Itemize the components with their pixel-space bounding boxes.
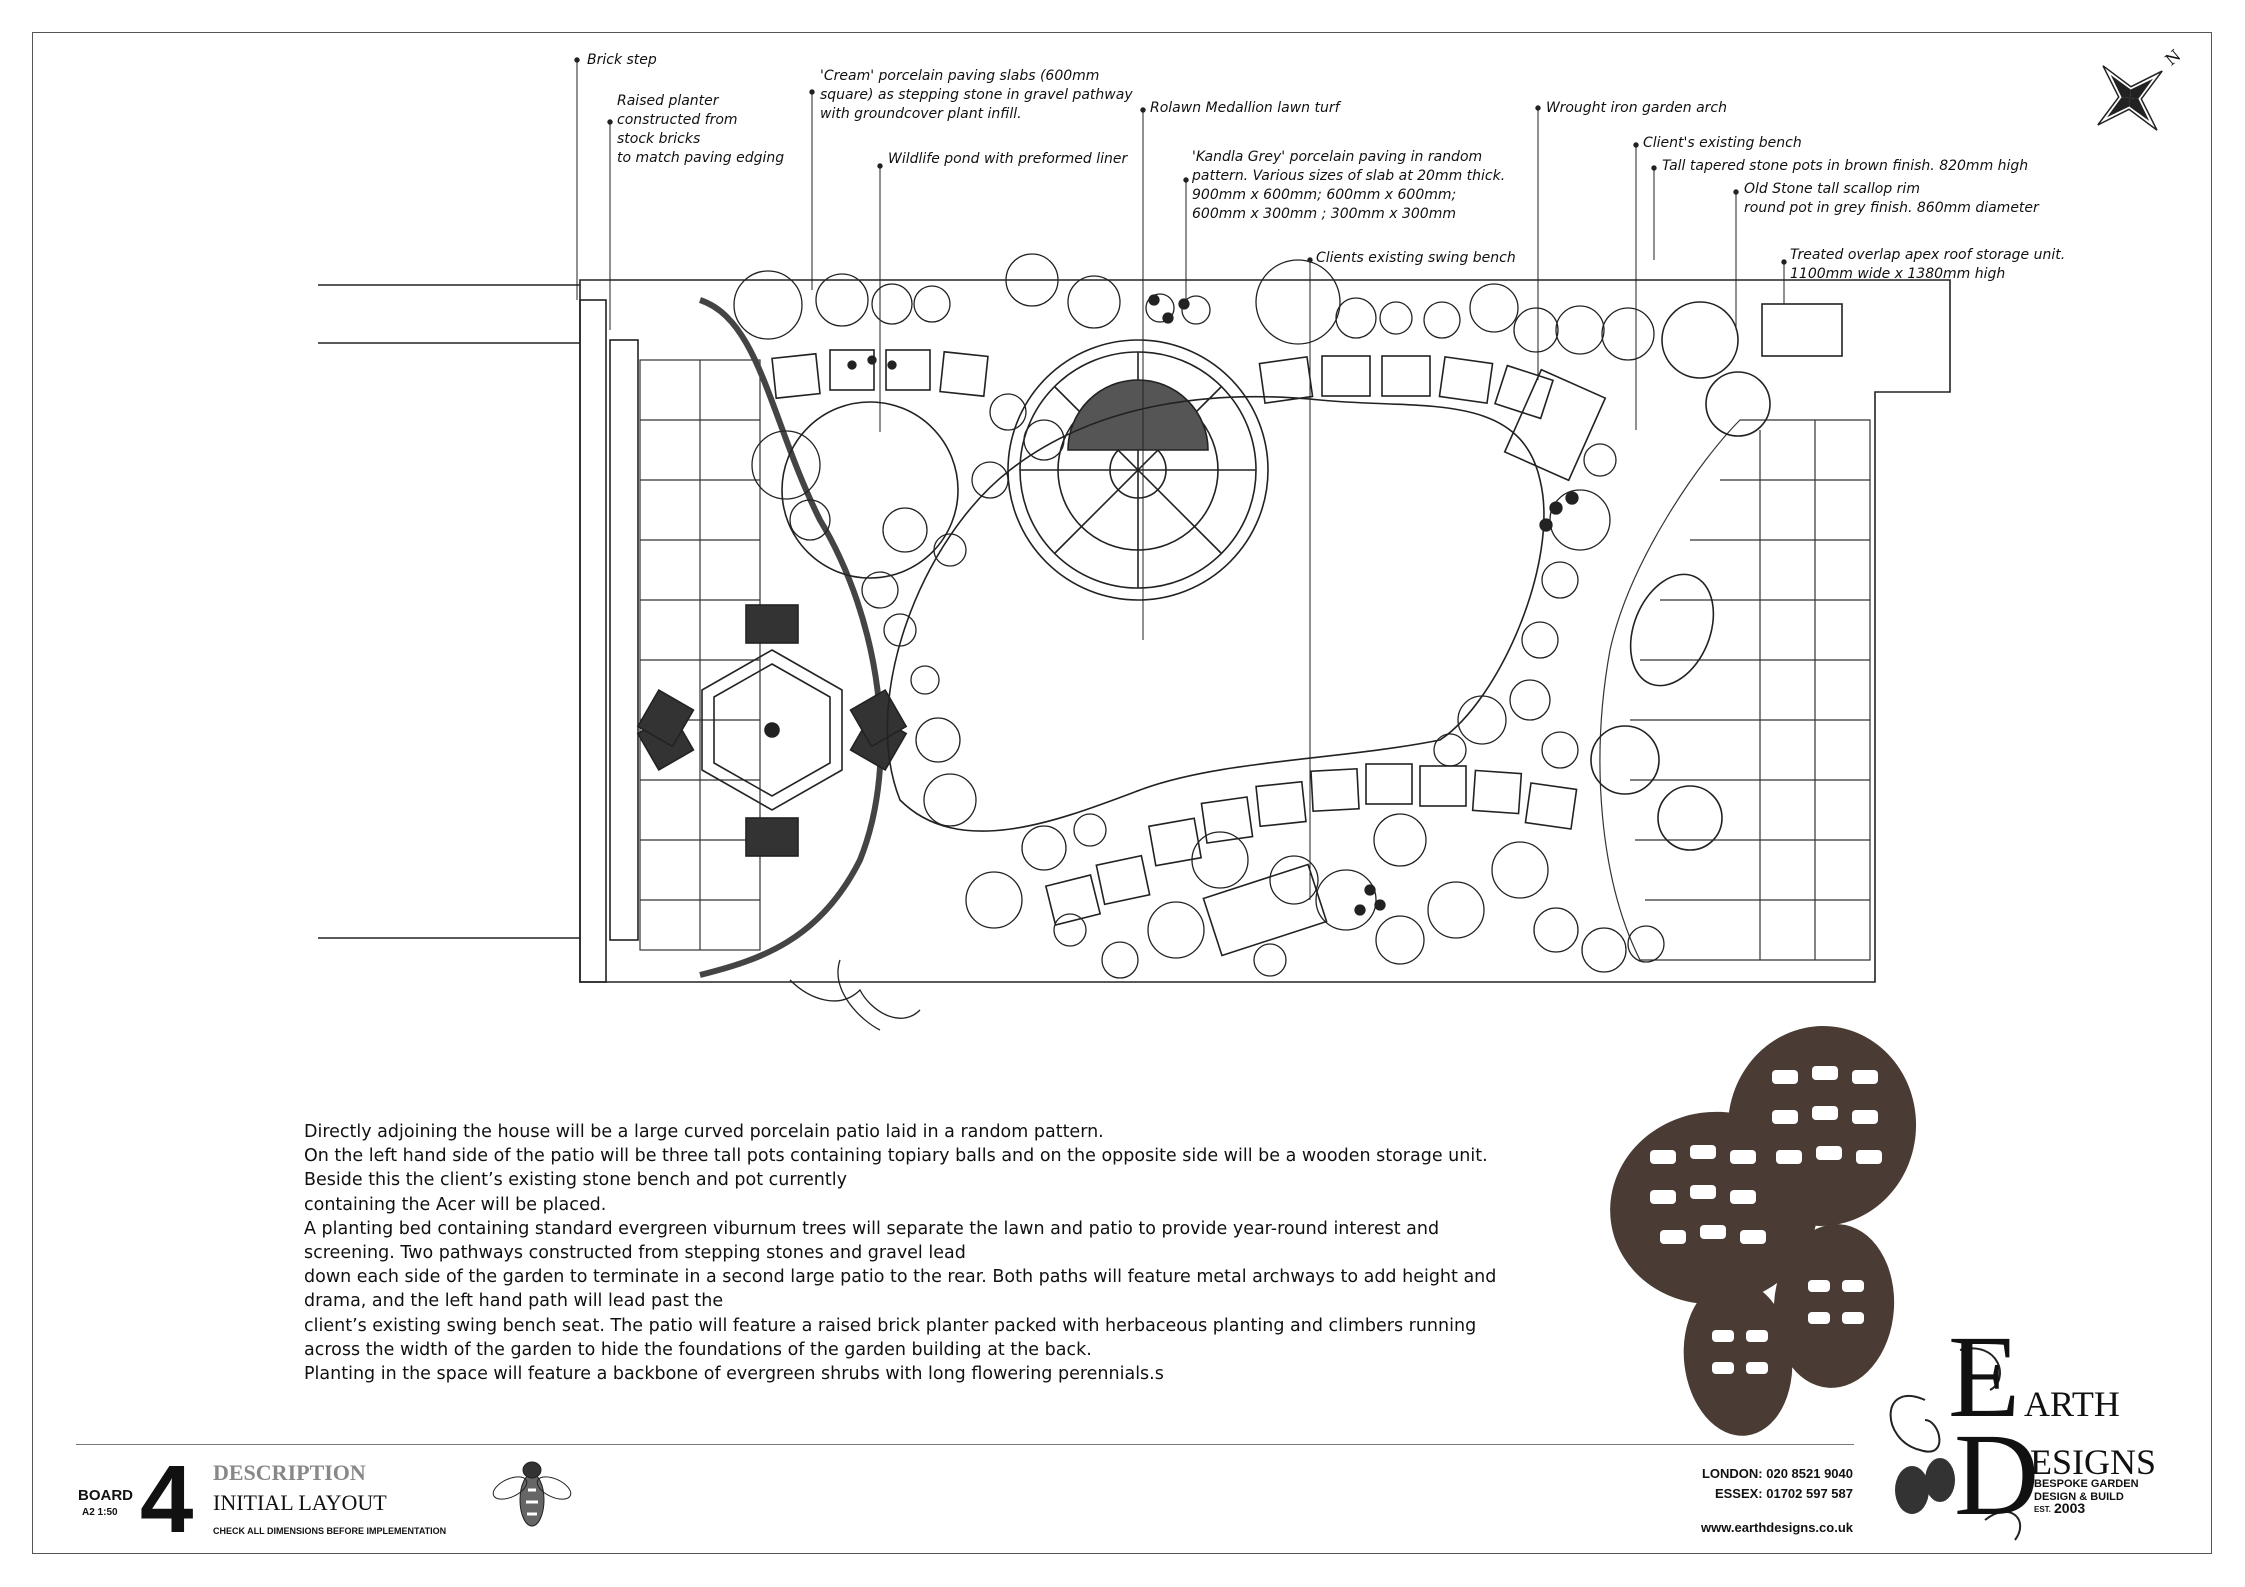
- lawn: [886, 395, 1545, 832]
- bee-icon: [492, 1461, 572, 1527]
- plant-ring-right: [1433, 443, 1617, 769]
- label-storage-unit: Treated overlap apex roof storage unit. …: [1790, 247, 2066, 282]
- label-wildlife-pond: Wildlife pond with preformed liner: [888, 151, 1128, 167]
- existing-stone-bench: [1629, 573, 1715, 687]
- client-bench: [1503, 368, 1607, 482]
- description-line: containing the Acer will be placed.: [304, 1194, 607, 1215]
- board-scale: A2 1:50: [82, 1507, 118, 1518]
- wildlife-pond: [781, 401, 959, 579]
- label-stone-pots: Tall tapered stone pots in brown finish.…: [1662, 158, 2029, 174]
- front-patio-paving: [639, 359, 761, 951]
- label-swing-bench: Clients existing swing bench: [1316, 250, 1516, 266]
- dining-table: [636, 604, 908, 857]
- tree-branch-1: [789, 979, 921, 1019]
- logo-esigns: ESIGNS: [2030, 1442, 2157, 1482]
- label-brick-step: Brick step: [587, 52, 657, 68]
- stepping-stones-bottom: [1044, 763, 1578, 926]
- label-existing-bench: Client's existing bench: [1643, 135, 1802, 151]
- board-subtitle: INITIAL LAYOUT: [213, 1490, 387, 1515]
- contact-essex: ESSEX: 01702 597 587: [1714, 1486, 1853, 1501]
- stone-pot-2: [1590, 725, 1660, 795]
- dimension-note: CHECK ALL DIMENSIONS BEFORE IMPLEMENTATI…: [213, 1526, 447, 1536]
- north-compass: [2097, 65, 2163, 131]
- label-kandla-grey: 'Kandla Grey' porcelain paving in random…: [1192, 149, 1506, 222]
- dense-shrubs: [847, 294, 1579, 916]
- description-line: A planting bed containing standard everg…: [304, 1218, 1440, 1264]
- logo-est: EST.: [2034, 1505, 2051, 1514]
- title-block-divider: [76, 1444, 1854, 1445]
- patio-curved-edge: [698, 297, 884, 978]
- logo-letter-d: D: [1954, 1409, 2040, 1540]
- footprints-graphic: [1610, 1026, 1917, 1436]
- stepping-stones-top: [771, 349, 1555, 420]
- logo-tagline-1: BESPOKE GARDEN: [2034, 1478, 2139, 1490]
- logo-arth: ARTH: [2024, 1384, 2120, 1424]
- design-description: Directly adjoining the house will be a l…: [304, 1120, 1534, 1386]
- description-line: Planting in the space will feature a bac…: [304, 1364, 1164, 1385]
- circular-paving: [1007, 339, 1269, 601]
- label-raised-planter: Raised planter constructed from stock br…: [617, 93, 785, 166]
- description-line: client’s existing swing bench seat. The …: [304, 1315, 1477, 1360]
- logo-footprints: [1895, 1458, 1955, 1514]
- label-garden-arch: Wrought iron garden arch: [1546, 100, 1727, 116]
- description-line: down each side of the garden to terminat…: [304, 1267, 1497, 1312]
- swing-bench: [1202, 863, 1328, 957]
- label-cream-paving: 'Cream' porcelain paving slabs (600mm sq…: [820, 68, 1133, 122]
- brick-edging: [609, 339, 639, 941]
- tree-branch-2: [837, 959, 881, 1031]
- house-wall: [579, 299, 607, 983]
- contact-london: LONDON: 020 8521 9040: [1701, 1466, 1853, 1481]
- board-label: BOARD: [78, 1487, 133, 1504]
- description-line: On the left hand side of the patio will …: [304, 1146, 1488, 1191]
- plant-symbols: [733, 253, 1665, 1031]
- leader-lines: [574, 57, 1787, 900]
- scallop-pot: [1705, 371, 1771, 437]
- sheet-border: [32, 32, 2212, 1554]
- label-scallop-pot: Old Stone tall scallop rim round pot in …: [1744, 181, 2039, 216]
- website-link[interactable]: www.earthdesigns.co.uk: [1701, 1520, 1853, 1535]
- plant-ring-middle: [751, 393, 1065, 827]
- logo-year: 2003: [2054, 1500, 2086, 1516]
- storage-unit: [1761, 303, 1843, 357]
- label-lawn-turf: Rolawn Medallion lawn turf: [1150, 100, 1340, 116]
- board-title: DESCRIPTION: [213, 1460, 366, 1485]
- rear-patio-paving: [1599, 419, 1871, 961]
- stone-pot-1: [1661, 301, 1739, 379]
- plant-ring-bottom: [965, 813, 1665, 979]
- stone-pot-3: [1657, 785, 1723, 851]
- logo-letter-e: E: [1948, 1311, 2021, 1442]
- board-number: 4: [140, 1446, 194, 1553]
- plant-ring-top: [733, 253, 1655, 361]
- logo-swirl: [1889, 1347, 2022, 1541]
- description-line: Directly adjoining the house will be a l…: [304, 1122, 1104, 1142]
- logo-tagline-2: DESIGN & BUILD: [2034, 1491, 2124, 1503]
